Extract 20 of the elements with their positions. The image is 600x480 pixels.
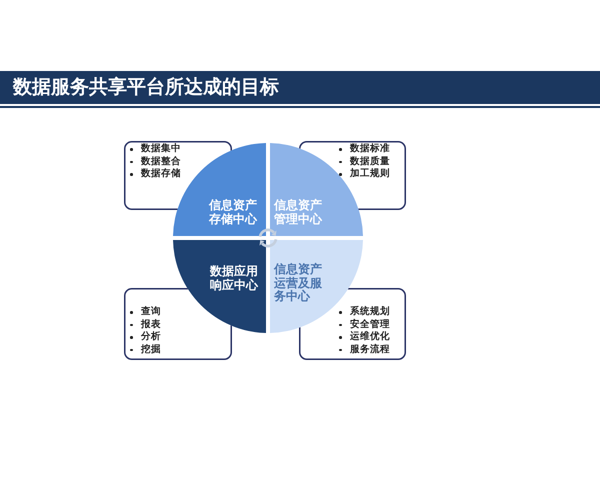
segment-label: 数据应用响应中心 [210,265,258,292]
bullet-item: 数据存储 [128,168,181,180]
bullet-item: 服务流程 [337,344,390,356]
segment-label: 信息资产管理中心 [274,199,322,226]
bullet-item: 数据集中 [128,143,181,156]
segment-label: 信息资产运营及服务中心 [274,263,322,304]
bullet-item: 分析 [128,331,161,344]
bullet-item: 加工规则 [337,168,390,180]
text-box [299,288,406,360]
bullet-item: 挖掘 [128,344,161,356]
bullet-item: 系统规划 [337,306,390,318]
bullet-item: 数据质量 [337,156,390,168]
bullet-item: 查询 [128,306,161,318]
bullet-item: 数据整合 [128,156,181,168]
title: 数据服务共享平台所达成的目标 [13,75,279,99]
bullet-item: 报表 [128,318,161,331]
bullet-item: 运维优化 [337,331,390,344]
segment-label: 信息资产存储中心 [209,199,257,226]
bullet-item: 安全管理 [337,318,390,331]
bullet-item: 数据标准 [337,143,390,156]
